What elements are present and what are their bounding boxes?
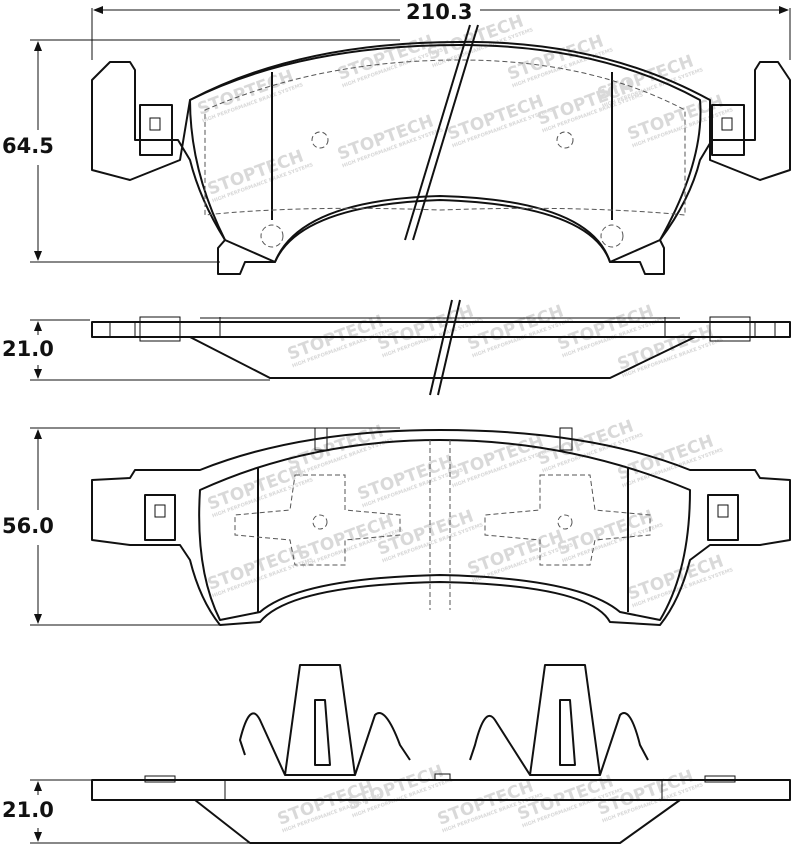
dimension-bottom-height-label: 56.0 [0, 514, 56, 538]
dimension-top-height-label: 64.5 [0, 134, 56, 158]
dimension-side-thickness-label: 21.0 [0, 337, 56, 361]
dimension-width-label: 210.3 [404, 0, 475, 24]
side-view-pad [91, 299, 791, 396]
dimension-lines [30, 6, 791, 844]
bottom-view-pad [91, 427, 791, 626]
top-view-pad [91, 24, 791, 275]
dimension-clip-thickness-label: 21.0 [0, 798, 56, 822]
clip-view-pad [91, 664, 791, 844]
